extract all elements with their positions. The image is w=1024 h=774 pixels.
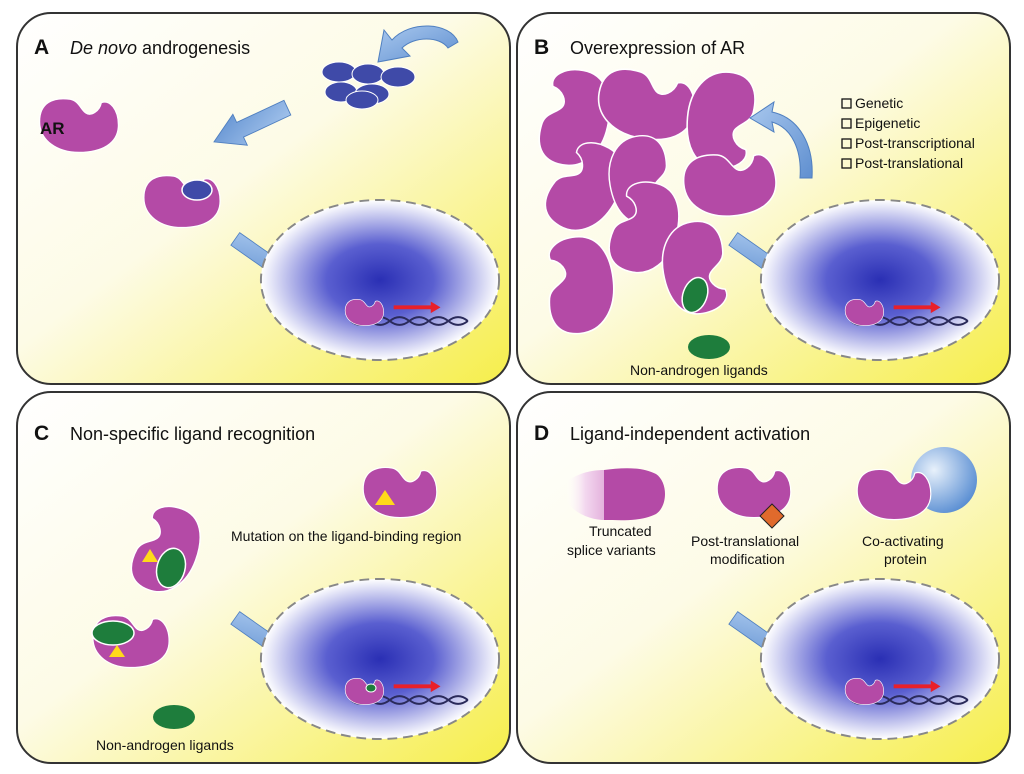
panel-a-title: De novo androgenesis <box>70 38 250 58</box>
variant-label-line2: modification <box>710 551 785 567</box>
mutation-label: Mutation on the ligand-binding region <box>231 528 461 544</box>
mechanism-item: Post-translational <box>855 155 963 171</box>
panel-c-letter: C <box>34 422 49 445</box>
curved-arrow-b <box>749 100 813 179</box>
receptor-label: AR <box>40 119 65 138</box>
panel-b: B Overexpression of AR Genetic Epigeneti… <box>516 12 1011 385</box>
panel-d: D Ligand-independent activation Truncate… <box>516 391 1011 764</box>
variant-label-line1: Post-translational <box>691 533 799 549</box>
mechanism-item: Genetic <box>855 95 903 111</box>
panel-a: A De novo androgenesis AR <box>16 12 511 385</box>
androgen-ligand-cluster <box>321 61 416 110</box>
androgen-ligand-bound <box>181 179 213 201</box>
panel-c-title: Non-specific ligand recognition <box>70 424 315 444</box>
ligand-label-b: Non-androgen ligands <box>630 362 768 378</box>
nucleus-a <box>261 200 499 360</box>
panel-b-letter: B <box>534 36 549 59</box>
green-ligand-free-b <box>688 335 730 359</box>
nucleus-b <box>761 200 999 360</box>
truncated-receptor <box>566 468 665 521</box>
mutation-triangle-icon <box>109 645 125 657</box>
panel-c: C Non-specific ligand recognition Mutati… <box>16 391 511 764</box>
mechanism-list: Genetic Epigenetic Post-transcriptional … <box>841 95 975 171</box>
green-ligand-c1 <box>155 547 187 589</box>
green-ligand-bound-b <box>681 276 709 314</box>
green-ligand-c2 <box>91 620 135 646</box>
green-ligand-free-c <box>153 705 195 729</box>
mutation-triangle-icon <box>375 490 395 505</box>
mechanism-item: Epigenetic <box>855 115 920 131</box>
curved-arrow-a <box>377 25 459 63</box>
receptor-mutated <box>362 466 438 519</box>
nucleus-d <box>761 579 999 739</box>
mutation-triangle-icon <box>142 549 158 562</box>
ligand-label-c: Non-androgen ligands <box>96 737 234 753</box>
panel-d-letter: D <box>534 422 549 445</box>
mechanism-item: Post-transcriptional <box>855 135 975 151</box>
panel-b-title: Overexpression of AR <box>570 38 745 58</box>
panel-d-title: Ligand-independent activation <box>570 424 810 444</box>
variant-label-line2: protein <box>884 551 927 567</box>
panel-a-letter: A <box>34 36 49 59</box>
variant-label-line1: Co-activating <box>862 533 944 549</box>
variant-label-line2: splice variants <box>567 542 656 558</box>
receptor-modified <box>716 466 792 519</box>
modification-diamond-icon <box>759 503 785 529</box>
nucleus-c <box>261 579 499 739</box>
green-ligand-nucleus-c <box>365 683 377 693</box>
variant-label-line1: Truncated <box>589 523 652 539</box>
receptor-coactivated <box>856 468 932 521</box>
